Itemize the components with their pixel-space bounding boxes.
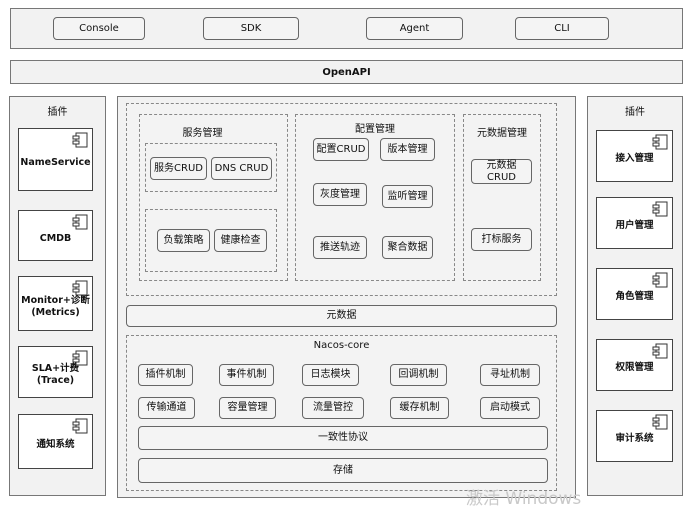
client-cli: CLI: [515, 17, 609, 40]
client-sdk: SDK: [203, 17, 299, 40]
config-crud: 配置CRUD: [313, 138, 369, 161]
component-icon: [72, 418, 88, 434]
gray-release-mgmt: 灰度管理: [313, 183, 367, 206]
config-mgmt-title: 配置管理: [355, 124, 395, 135]
callback-mechanism: 回调机制: [390, 364, 447, 386]
plugin-audit-system-label: 审计系统: [615, 433, 654, 445]
plugin-cmdb-label: CMDB: [39, 232, 72, 244]
plugin-mechanism: 插件机制: [138, 364, 193, 386]
plugin-user-mgmt: 用户管理: [596, 197, 673, 249]
component-icon: [72, 214, 88, 230]
metadata-bar: 元数据: [126, 305, 557, 327]
component-icon: [652, 343, 668, 359]
plugin-user-mgmt-label: 用户管理: [615, 220, 654, 232]
component-icon: [652, 134, 668, 150]
tagging-service: 打标服务: [471, 228, 532, 251]
activate-windows-watermark: 激活 Windows: [466, 489, 582, 509]
metadata-crud: 元数据 CRUD: [471, 159, 532, 184]
transport-channel: 传输通道: [138, 397, 195, 419]
version-mgmt: 版本管理: [380, 138, 435, 161]
event-mechanism: 事件机制: [219, 364, 274, 386]
listener-mgmt: 监听管理: [382, 185, 433, 208]
service-crud: 服务CRUD: [150, 157, 207, 180]
plugin-nameservice-label: NameService: [20, 156, 91, 168]
openapi-bar: OpenAPI: [10, 60, 683, 84]
component-icon: [652, 201, 668, 217]
metadata-mgmt-title: 元数据管理: [477, 128, 527, 139]
plugin-cmdb: CMDB: [18, 210, 93, 261]
plugin-sla-label: SLA+计费 (Trace): [31, 363, 80, 386]
component-icon: [652, 414, 668, 430]
component-icon: [72, 350, 88, 366]
plugin-monitor-label: Monitor+诊断 (Metrics): [21, 294, 90, 318]
cache-mechanism: 缓存机制: [390, 397, 449, 419]
plugin-access-mgmt-label: 接入管理: [615, 153, 654, 165]
plugin-role-mgmt-label: 角色管理: [615, 291, 654, 303]
plugin-monitor: Monitor+诊断 (Metrics): [18, 276, 93, 331]
startup-mode: 启动模式: [480, 397, 540, 419]
left-plugin-title: 插件: [47, 107, 68, 118]
plugin-access-mgmt: 接入管理: [596, 130, 673, 182]
push-trace: 推送轨迹: [313, 236, 367, 259]
load-balance-policy: 负载策略: [157, 229, 210, 252]
storage: 存储: [138, 458, 548, 483]
plugin-role-mgmt: 角色管理: [596, 268, 673, 320]
component-icon: [652, 272, 668, 288]
plugin-audit-system: 审计系统: [596, 410, 673, 462]
plugin-permission-mgmt: 权限管理: [596, 339, 673, 391]
log-module: 日志模块: [302, 364, 359, 386]
health-check: 健康检查: [214, 229, 267, 252]
plugin-permission-mgmt-label: 权限管理: [615, 362, 654, 374]
addressing-mechanism: 寻址机制: [480, 364, 540, 386]
plugin-notification: 通知系统: [18, 414, 93, 469]
nacos-core-title: Nacos-core: [313, 340, 370, 351]
plugin-sla: SLA+计费 (Trace): [18, 346, 93, 398]
dns-crud: DNS CRUD: [211, 157, 272, 180]
plugin-notification-label: 通知系统: [36, 438, 75, 450]
traffic-control: 流量管控: [302, 397, 364, 419]
consistency-protocol: 一致性协议: [138, 426, 548, 450]
client-console: Console: [53, 17, 145, 40]
plugin-nameservice: NameService: [18, 128, 93, 191]
capacity-mgmt: 容量管理: [219, 397, 276, 419]
service-mgmt-title: 服务管理: [182, 128, 223, 139]
aggregate-data: 聚合数据: [382, 236, 433, 259]
right-plugin-title: 插件: [625, 107, 645, 118]
client-agent: Agent: [366, 17, 463, 40]
metadata-mgmt-group: [463, 114, 541, 281]
component-icon: [72, 280, 88, 296]
component-icon: [72, 132, 88, 148]
